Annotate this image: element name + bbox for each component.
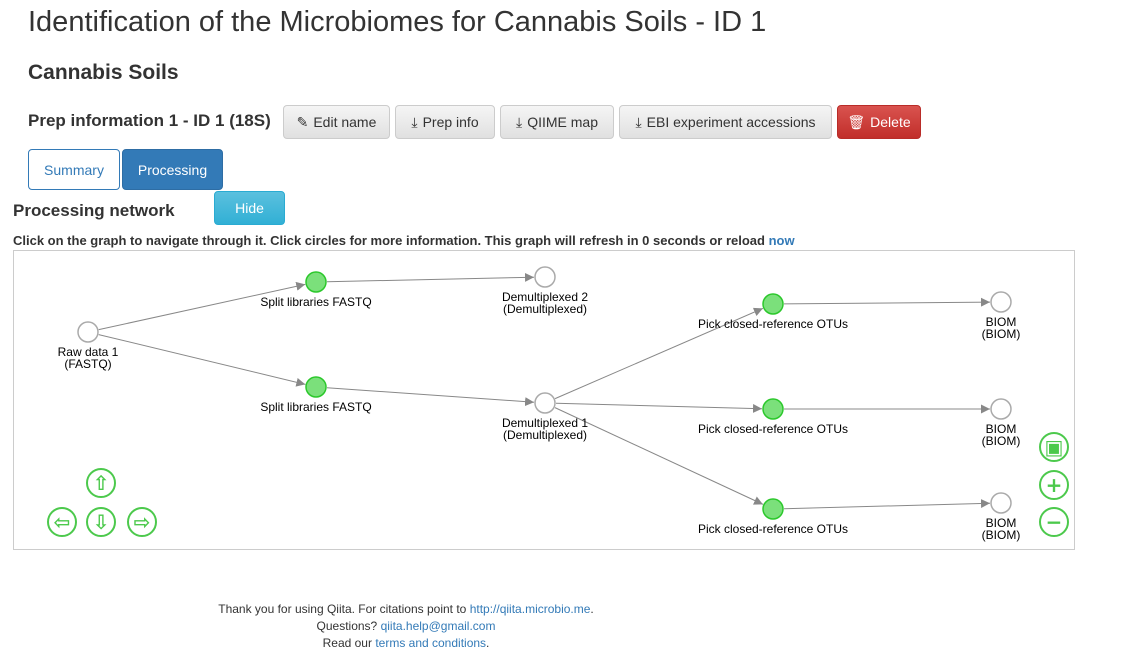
ebi-accessions-button[interactable]: ⤓EBI experiment accessions [619, 105, 832, 139]
graph-node-label: (Demultiplexed) [503, 428, 587, 442]
graph-node-b2[interactable] [990, 398, 1012, 420]
pan-down-icon[interactable]: ⇩ [86, 507, 116, 537]
reload-now-link[interactable]: now [768, 233, 795, 248]
graph-edge [98, 281, 306, 331]
graph-node-label: (BIOM) [982, 327, 1021, 341]
graph-node-label: (Demultiplexed) [503, 302, 587, 316]
svg-text:⇧: ⇧ [93, 471, 110, 495]
graph-edge [783, 499, 991, 510]
graph-node-s1[interactable] [305, 271, 327, 293]
graph-node-p1[interactable] [762, 293, 784, 315]
graph-edge [326, 387, 535, 407]
graph-edge [554, 307, 764, 400]
download-icon: ⤓ [635, 113, 642, 130]
graph-node-s2[interactable] [305, 376, 327, 398]
pencil-icon: ✎ [296, 113, 309, 130]
svg-text:⇨: ⇨ [134, 510, 151, 534]
graph-node-label: (BIOM) [982, 434, 1021, 448]
svg-text:▣: ▣ [1045, 435, 1064, 459]
graph-node-label: Demultiplexed 1 [502, 416, 588, 430]
graph-node-d2[interactable] [534, 266, 556, 288]
prep-title: Prep information 1 - ID 1 (18S) [28, 111, 271, 130]
graph-node-label: Pick closed-reference OTUs [698, 522, 848, 536]
graph-edge [555, 402, 763, 413]
zoom-in-icon[interactable]: + [1039, 470, 1069, 500]
qiita-link[interactable]: http://qiita.microbio.me [469, 602, 591, 616]
graph-node-label: Demultiplexed 2 [502, 290, 588, 304]
graph-node-p3[interactable] [762, 498, 784, 520]
help-email-link[interactable]: qiita.help@gmail.com [380, 619, 496, 633]
qiime-map-button[interactable]: ⤓QIIME map [500, 105, 614, 139]
pan-up-icon[interactable]: ⇧ [86, 468, 116, 498]
delete-button[interactable]: 🗑Delete [837, 105, 921, 139]
footer-terms: Read our terms and conditions. [322, 636, 490, 650]
footer-questions: Questions? qiita.help@gmail.com [316, 619, 496, 633]
graph-node-label: Split libraries FASTQ [260, 400, 371, 414]
graph-edge [326, 272, 535, 283]
tab-summary[interactable]: Summary [28, 149, 120, 190]
pan-right-icon[interactable]: ⇨ [127, 507, 157, 537]
tab-processing[interactable]: Processing [122, 149, 223, 190]
graph-node-b1[interactable] [990, 291, 1012, 313]
hide-button[interactable]: Hide [214, 191, 285, 225]
graph-node-label: Raw data 1 [58, 345, 119, 359]
terms-link[interactable]: terms and conditions [375, 636, 487, 650]
study-title: Cannabis Soils [28, 61, 179, 84]
fit-view-icon[interactable]: ▣ [1039, 432, 1069, 462]
prep-info-button[interactable]: ⤓Prep info [395, 105, 495, 139]
graph-node-label: BIOM [986, 422, 1017, 436]
graph-node-b3[interactable] [990, 492, 1012, 514]
graph-node-label: BIOM [986, 516, 1017, 530]
zoom-out-icon[interactable]: − [1039, 507, 1069, 537]
graph-hint: Click on the graph to navigate through i… [13, 233, 795, 248]
processing-graph[interactable]: Raw data 1(FASTQ) Split libraries FASTQ Sp… [13, 250, 1075, 550]
graph-node-label: (BIOM) [982, 528, 1021, 542]
graph-edge [554, 407, 764, 505]
processing-network-heading: Processing network [13, 201, 175, 220]
graph-node-label: Split libraries FASTQ [260, 295, 371, 309]
graph-node-label: (FASTQ) [64, 357, 111, 371]
graph-node-label: Pick closed-reference OTUs [698, 317, 848, 331]
svg-text:−: − [1046, 510, 1063, 534]
pan-left-icon[interactable]: ⇦ [47, 507, 77, 537]
edit-name-button[interactable]: ✎Edit name [283, 105, 390, 139]
graph-node-label: Pick closed-reference OTUs [698, 422, 848, 436]
graph-edge [98, 334, 306, 387]
graph-node-d1[interactable] [534, 392, 556, 414]
page-title: Identification of the Microbiomes for Ca… [28, 6, 767, 38]
graph-node-raw[interactable] [77, 321, 99, 343]
download-icon: ⤓ [516, 113, 523, 130]
trash-icon: 🗑 [847, 113, 866, 130]
svg-text:+: + [1046, 473, 1063, 497]
svg-text:⇩: ⇩ [93, 510, 110, 534]
svg-text:⇦: ⇦ [54, 510, 71, 534]
graph-node-p2[interactable] [762, 398, 784, 420]
download-icon: ⤓ [411, 113, 418, 130]
footer-citation: Thank you for using Qiita. For citations… [218, 602, 594, 616]
graph-node-label: BIOM [986, 315, 1017, 329]
graph-edge [783, 297, 991, 307]
